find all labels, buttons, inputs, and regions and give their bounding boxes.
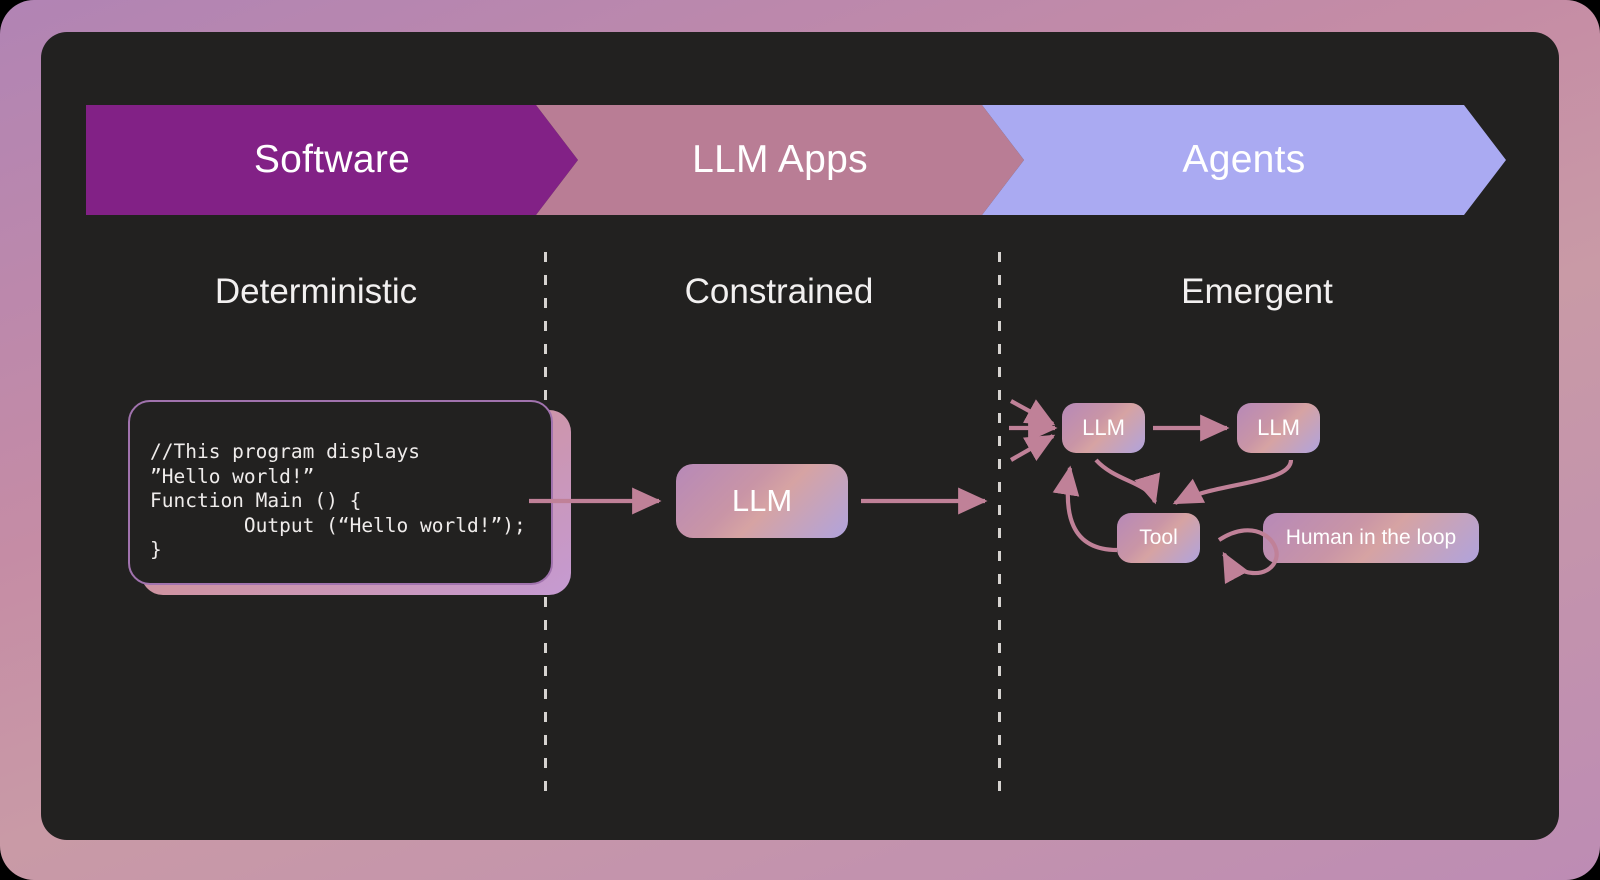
arrow-llm2-to-tool [1172,459,1294,505]
node-agent-tool-label: Tool [1139,526,1178,549]
chevron-label-agents: Agents [1182,138,1306,181]
chevron-stage-software[interactable]: Software [86,105,578,215]
node-llm-app[interactable]: LLM [676,464,848,538]
diagram-panel: Software LLM Apps Agents Deterministic C… [41,32,1559,840]
chevron-stage-agents[interactable]: Agents [982,105,1506,215]
node-agent-llm-2[interactable]: LLM [1237,403,1320,453]
column-title-emergent: Emergent [1181,272,1333,311]
arrow-agent-input-3 [1009,434,1056,462]
node-llm-app-label: LLM [731,483,793,518]
node-agent-llm-1-label: LLM [1082,415,1125,440]
chevron-label-software: Software [253,138,411,181]
chevron-stage-llm-apps[interactable]: LLM Apps [536,105,1024,215]
column-title-deterministic: Deterministic [214,272,418,311]
code-snippet: //This program displays ”Hello world!” F… [150,440,526,562]
node-agent-llm-1[interactable]: LLM [1062,403,1145,453]
column-divider-right [998,252,1001,797]
arrow-llm1-to-tool [1094,458,1161,505]
column-title-constrained: Constrained [684,272,874,311]
node-agent-tool[interactable]: Tool [1117,513,1200,563]
node-human-in-the-loop-label: Human in the loop [1285,526,1457,549]
arrow-tool-to-llm1 [1052,465,1118,553]
stage-chevron-header: Software LLM Apps Agents [86,105,1506,215]
chevron-label-llm-apps: LLM Apps [692,138,868,181]
node-agent-llm-2-label: LLM [1257,415,1300,440]
node-human-in-the-loop[interactable]: Human in the loop [1263,513,1479,563]
arrow-agent-input-1 [1009,399,1056,426]
code-block-card: //This program displays ”Hello world!” F… [128,400,553,585]
